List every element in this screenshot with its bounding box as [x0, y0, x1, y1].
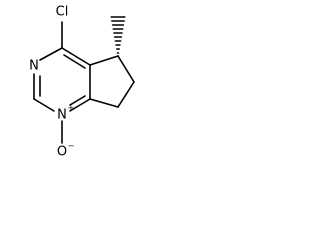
chlorine-label: Cl: [56, 5, 69, 20]
bond-c5-c6: [117, 55, 135, 83]
substituents: [61, 16, 126, 144]
bond-c4a-c5: [89, 55, 119, 66]
hashed-wedge-methyl: [110, 16, 126, 54]
oxide-charge: −: [68, 142, 75, 151]
oxide-label: O: [57, 145, 67, 160]
cyclopentane-ring: [89, 55, 135, 108]
nitrogen-1-charge: +: [68, 104, 75, 113]
pyrimidine-ring: [33, 47, 91, 112]
chemical-structure: Cl N N + O −: [29, 5, 135, 160]
bond-c7a-n1-inner: [69, 95, 86, 106]
bond-c6-c7: [117, 81, 135, 108]
nitrogen-1-label: N: [57, 108, 67, 123]
nitrogen-3-label: N: [29, 59, 39, 74]
bond-c4-c4a-inner: [63, 54, 86, 69]
atom-labels: Cl N N + O −: [29, 5, 74, 160]
bond-c4-c4a: [61, 47, 91, 66]
bond-n3-c4: [39, 47, 63, 61]
bond-n1-c2: [33, 98, 55, 112]
bond-c7-c7a: [89, 98, 119, 108]
bond-c7a-n1: [69, 98, 91, 112]
